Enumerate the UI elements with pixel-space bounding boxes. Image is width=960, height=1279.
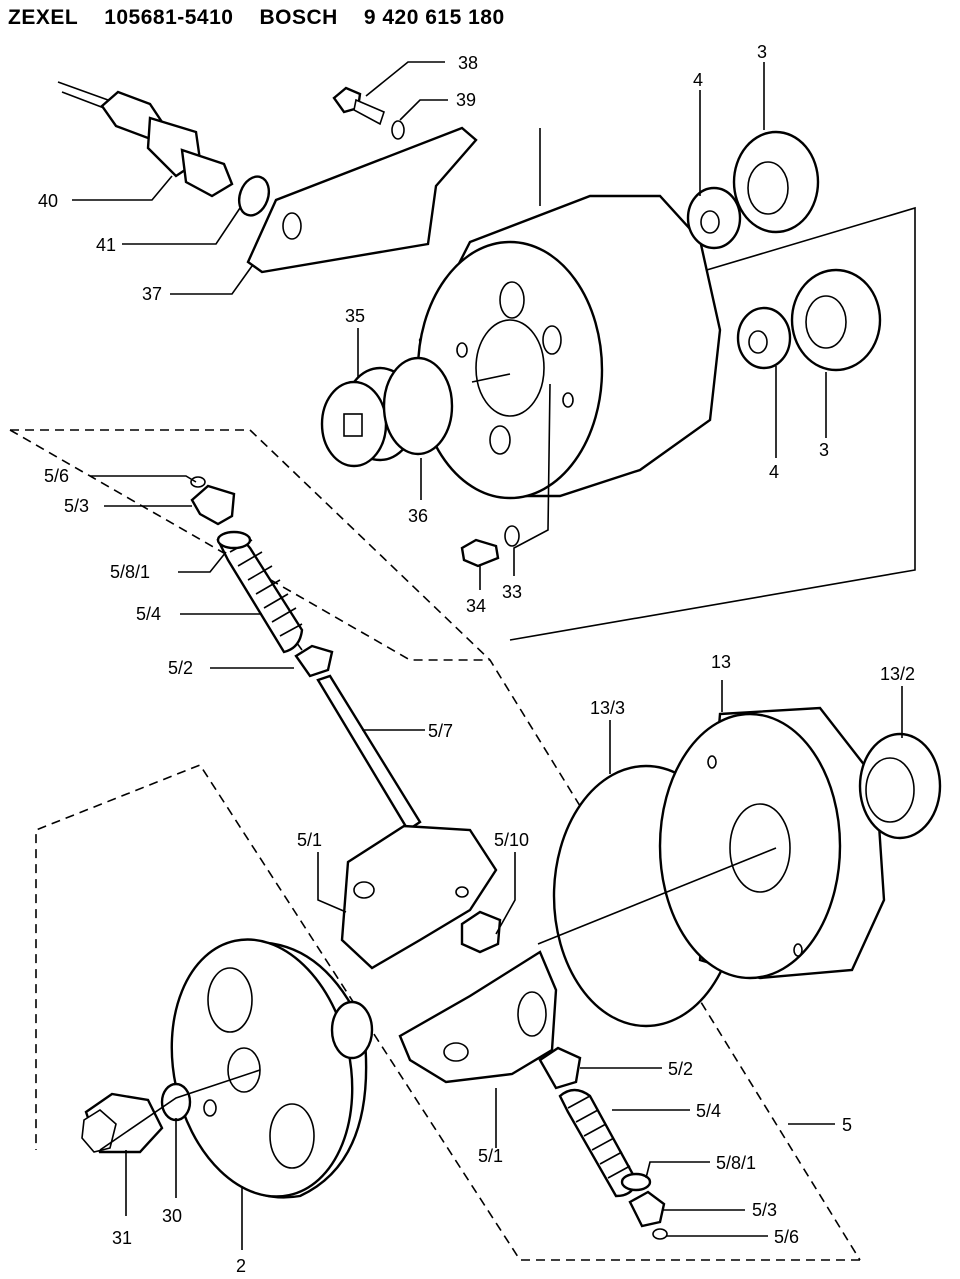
part-34-screw [460, 538, 500, 568]
part-30-washer [160, 1082, 192, 1122]
part-5-8-1-shim-upper [216, 530, 252, 550]
part-37-bracket [246, 126, 478, 274]
callout-30: 30 [162, 1206, 182, 1226]
bosch-part-number: 9 420 615 180 [363, 6, 505, 29]
part-5-1-valve-body-lower [398, 950, 558, 1084]
part-5-6-clip-lower [652, 1228, 668, 1240]
callout-5-8-1-upper: 5/8/1 [110, 562, 150, 582]
callout-37: 37 [142, 284, 162, 304]
callout-35: 35 [345, 306, 365, 326]
part-5-6-clip-upper [190, 476, 206, 488]
part-5-3-valve-cap-lower [628, 1190, 666, 1228]
callout-5-4-lower: 5/4 [696, 1101, 721, 1121]
callout-5-1-lower: 5/1 [478, 1146, 503, 1166]
callout-5-2-upper: 5/2 [168, 658, 193, 678]
callout-2: 2 [236, 1256, 246, 1276]
callout-4-lower: 4 [769, 462, 779, 482]
part-33-washer [504, 525, 520, 547]
part-41-washer [237, 175, 271, 217]
callout-5-6-lower: 5/6 [774, 1227, 799, 1247]
part-31-nut [81, 1092, 164, 1154]
pump-housing [416, 128, 722, 500]
callout-5-3-upper: 5/3 [64, 496, 89, 516]
part-38-screw [332, 86, 385, 126]
part-5-3-valve-cap-upper [190, 484, 236, 526]
callout-13: 13 [711, 652, 731, 672]
callout-13-3: 13/3 [590, 698, 625, 718]
part-13-2-shaft-seal [858, 732, 942, 840]
callout-13-2: 13/2 [880, 664, 915, 684]
callout-31: 31 [112, 1228, 132, 1248]
callout-3-lower: 3 [819, 440, 829, 460]
part-36-o-ring [382, 356, 454, 456]
callout-5-7: 5/7 [428, 721, 453, 741]
callout-5: 5 [842, 1115, 852, 1135]
part-13-cover [658, 706, 886, 980]
part-40-fitting [57, 81, 234, 198]
part-5-7-pin [316, 674, 422, 832]
callout-5-4-upper: 5/4 [136, 604, 161, 624]
callout-38: 38 [458, 53, 478, 73]
housing-group-bracket [509, 206, 916, 641]
callout-41: 41 [96, 235, 116, 255]
callout-5-8-1-lower: 5/8/1 [716, 1153, 756, 1173]
part-5-1-valve-body-upper [340, 824, 498, 970]
zexel-part-number: 105681-5410 [104, 6, 234, 29]
callout-36: 36 [408, 506, 428, 526]
part-5-2-spring-seat-lower [538, 1046, 582, 1090]
callout-39: 39 [456, 90, 476, 110]
part-5-8-1-shim-lower [620, 1172, 652, 1192]
brand-bosch: BOSCH [259, 6, 338, 29]
brand-zexel: ZEXEL [8, 6, 79, 29]
part-5-2-spring-seat-upper [294, 644, 334, 678]
callout-5-3-lower: 5/3 [752, 1200, 777, 1220]
callout-5-1-upper: 5/1 [297, 830, 322, 850]
leader-lines [72, 61, 903, 1250]
callout-4-upper: 4 [693, 70, 703, 90]
callout-5-2-lower: 5/2 [668, 1059, 693, 1079]
drawing-header: ZEXEL 105681-5410 BOSCH 9 420 615 180 [8, 6, 531, 30]
part-39-washer [391, 120, 405, 140]
callout-5-10: 5/10 [494, 830, 529, 850]
callout-3-upper: 3 [757, 42, 767, 62]
callout-34: 34 [466, 596, 486, 616]
callout-40: 40 [38, 191, 58, 211]
part-5-4-spring-upper [216, 535, 304, 654]
part-5-10-seat [460, 910, 502, 954]
callout-5-6-upper: 5/6 [44, 466, 69, 486]
part-2-rotor [170, 938, 374, 1199]
callout-33: 33 [502, 582, 522, 602]
